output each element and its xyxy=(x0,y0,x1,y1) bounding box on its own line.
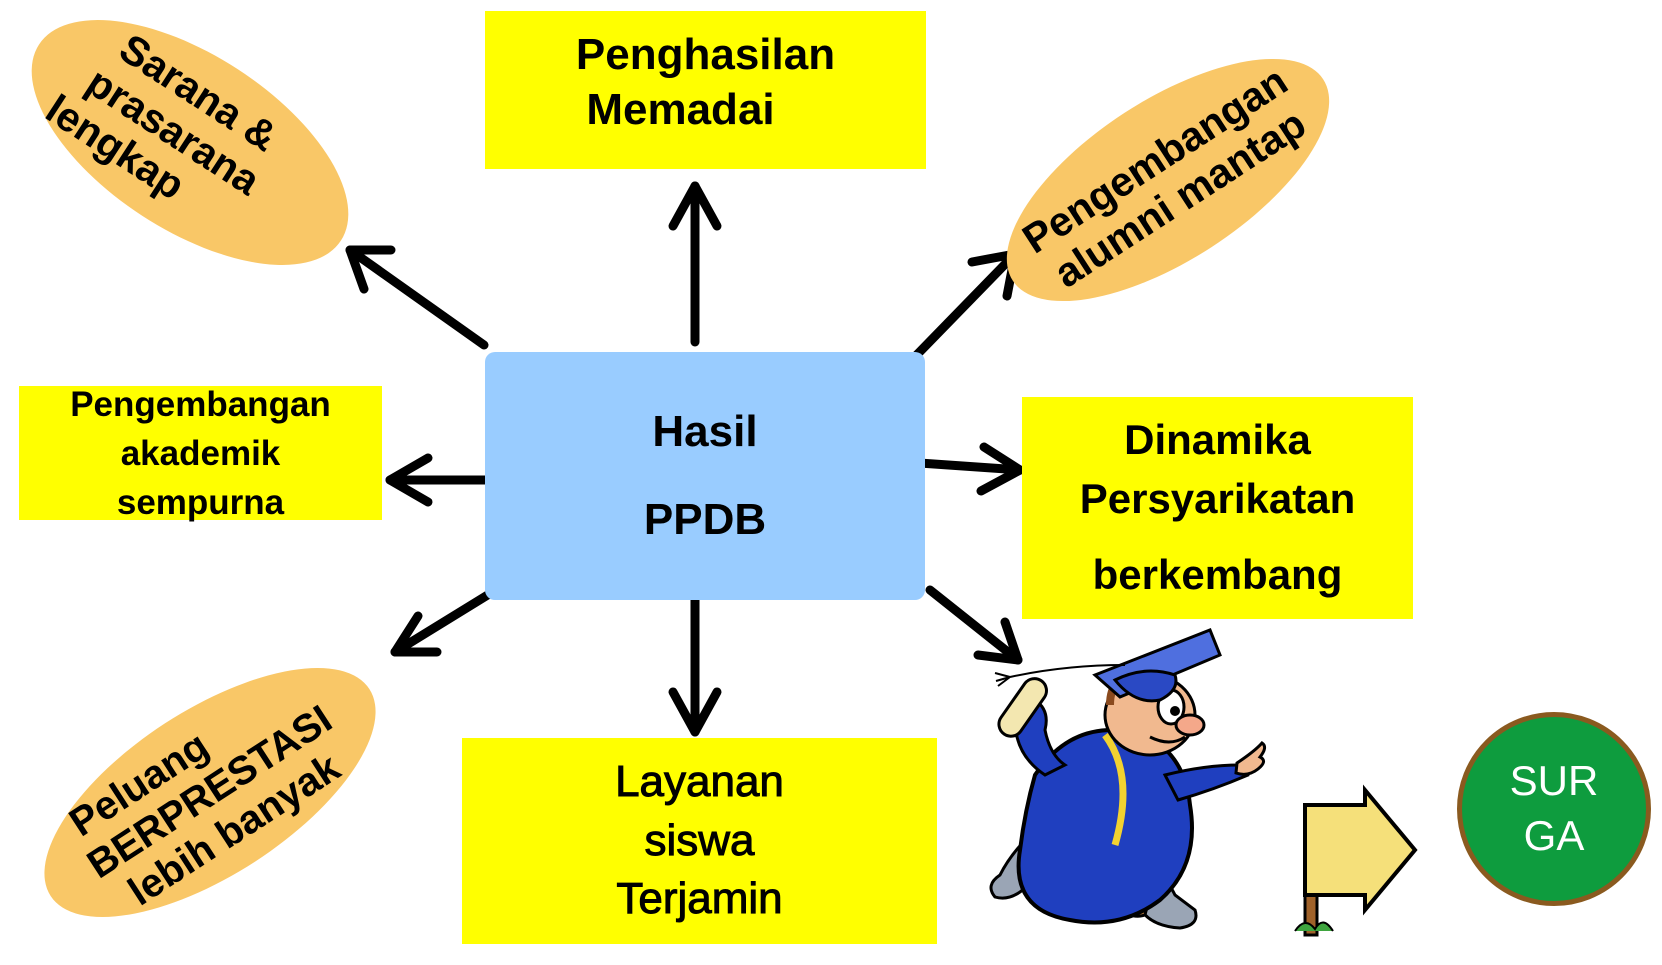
diploma-icon xyxy=(997,677,1048,738)
goal-line2: GA xyxy=(1523,812,1585,859)
center-box-line2: PPDB xyxy=(643,495,767,544)
bottom-box-line3: Terjamin xyxy=(616,874,783,924)
top-box-line1: Penghasilan xyxy=(575,30,836,79)
left-box-line2: akademik xyxy=(120,433,281,473)
center-box: Hasil PPDB xyxy=(485,352,925,600)
left-box: Pengembangan akademik sempurna xyxy=(19,385,382,522)
bottom-box: Layanan siswa Terjamin xyxy=(462,738,937,944)
right-box-line1: Dinamika xyxy=(1124,415,1311,463)
goal-line1: SUR xyxy=(1509,757,1599,805)
center-box-line1: Hasil xyxy=(652,407,758,456)
bottom-box-line2: siswa xyxy=(644,815,755,865)
graduation-cap-icon xyxy=(994,628,1222,703)
arrow-down-right xyxy=(925,585,1023,665)
right-box-line2: Persyarikatan xyxy=(1079,474,1356,522)
goal-circle: SUR GA xyxy=(1457,712,1651,906)
left-box-line3: sempurna xyxy=(116,482,285,522)
right-box-line3: berkembang xyxy=(1092,551,1343,599)
arrow-up-head xyxy=(668,181,722,231)
top-box-line2: Memadai xyxy=(586,85,775,134)
right-box: Dinamika Persyarikatan berkembang xyxy=(1022,397,1413,619)
graduate-illustration xyxy=(989,628,1418,937)
bottom-box-line1: Layanan xyxy=(615,757,785,807)
signpost-icon xyxy=(1294,784,1418,937)
arrow-left-head xyxy=(385,453,433,507)
arrow-up-right xyxy=(900,249,1020,372)
left-box-line1: Pengembangan xyxy=(70,384,331,424)
arrow-down-left-head xyxy=(390,611,442,657)
arrow-up-left xyxy=(345,245,489,350)
top-box: Penghasilan Memadai xyxy=(485,11,926,169)
arrow-up-left-head xyxy=(345,245,396,294)
arrow-down-head xyxy=(668,687,722,737)
arrow-right-head xyxy=(976,442,1025,496)
arrow-down-right-head xyxy=(973,617,1023,665)
